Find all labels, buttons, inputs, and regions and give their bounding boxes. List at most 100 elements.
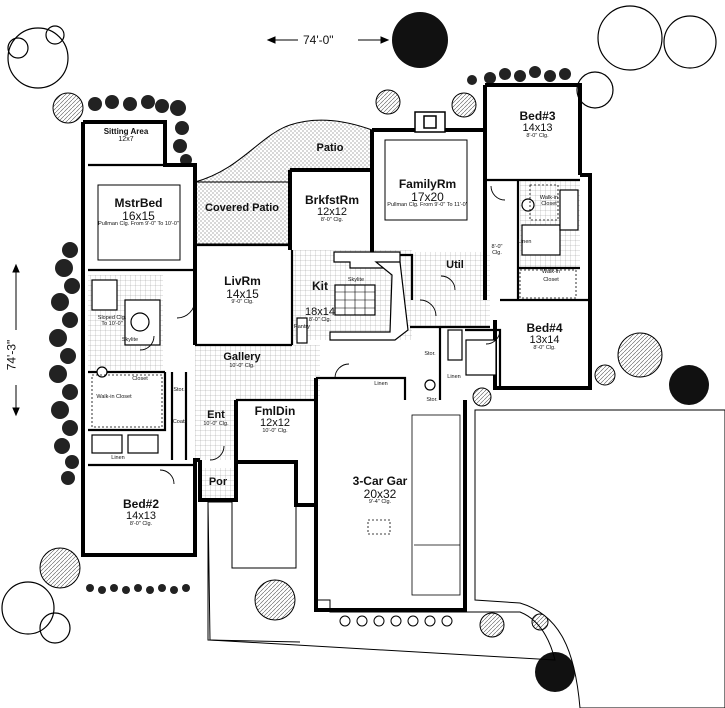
room-name: 3-Car Gar: [352, 474, 408, 488]
room-name: Bed#3: [519, 109, 556, 123]
storage-label-entry: Stor.: [173, 387, 185, 393]
tree-outline-bottom-left: [1, 581, 71, 644]
kitchen-island-grid: [335, 285, 375, 315]
room-size: 20x32: [363, 486, 397, 501]
closet-label-bed4: Closet: [543, 277, 559, 283]
room-size: 14x13: [522, 121, 553, 134]
room-name: MstrBed: [114, 196, 163, 210]
linen-label-hall: Linen: [374, 381, 388, 387]
tree-outline-top-right: [576, 5, 717, 109]
linen-label-bed2: Linen: [111, 455, 125, 461]
room-size: 16x15: [122, 208, 155, 223]
room-ceiling: 10'-0" Clg.: [262, 428, 288, 435]
room-size: 14x15: [226, 286, 259, 301]
room-name: Gallery: [223, 351, 261, 363]
walkin-label-bed4: Walk-in: [541, 269, 561, 275]
driveway: [474, 409, 725, 708]
room-size: 17x20: [411, 189, 444, 204]
room-master-bed: MstrBed 16x15 Pullman Clg. From 9'-0" To…: [96, 197, 181, 228]
hedge-top: [88, 66, 571, 166]
room-ceiling: 9'-0" Clg.: [231, 299, 254, 306]
closet-shelves: [91, 184, 577, 428]
room-ceiling: 10'-0" Clg.: [229, 362, 255, 369]
coats-label: Coats: [172, 419, 188, 425]
room-ceiling: 8'-0" Clg.: [320, 217, 344, 224]
room-sitting-area: Sitting Area 12x7: [96, 127, 156, 144]
room-size: 12x7: [118, 136, 134, 144]
bath-fixtures: [91, 189, 579, 454]
util-floor: [410, 252, 490, 327]
room-ceiling: 9'-4" Clg.: [368, 499, 392, 506]
room-name: BrkfstRm: [304, 193, 359, 207]
room-bed-4: Bed#4 13x14 8'-0" Clg.: [512, 322, 577, 352]
room-porch: Por: [202, 476, 234, 489]
storage-label-garage: Stor.: [426, 397, 438, 403]
room-ceiling: 8'-0" Clg.: [526, 133, 549, 140]
room-name: FamilyRm: [398, 177, 457, 191]
hedge-left: [49, 242, 80, 485]
hedge-bottom: [86, 584, 190, 594]
room-family: FamilyRm 17x20 Pullman Clg. From 9'-0" T…: [385, 178, 470, 209]
dimension-arrows: [12, 36, 390, 417]
tree-outline-top-left: [7, 25, 69, 89]
family-ceiling-outline: [384, 139, 468, 221]
room-name: LivRm: [224, 274, 261, 288]
shrub-textured: [39, 89, 663, 638]
ent-floor: [195, 400, 237, 460]
room-gallery: Gallery 10'-0" Clg.: [212, 351, 272, 369]
room-ceiling: 10'-0" Clg.: [203, 420, 229, 427]
room-formal-dining: FmlDin 12x12 10'-0" Clg.: [240, 405, 310, 435]
closet-label-master: Closet: [132, 376, 148, 382]
room-covered-patio: Covered Patio: [203, 202, 281, 215]
room-kitchen: Kit 18x14 8'-0" Clg.: [300, 280, 340, 324]
sloped-ceiling-label: Sloped Clg. To 10'-0": [97, 315, 127, 327]
room-name: Patio: [316, 142, 344, 154]
door-swings: [139, 185, 506, 485]
por-floor: [200, 468, 236, 500]
room-size: 14x13: [126, 509, 156, 522]
room-entry: Ent 10'-0" Clg.: [197, 409, 235, 427]
walkin-closet-label-master: Walk-in Closet: [96, 394, 132, 400]
overall-depth-label: 74'-3": [4, 339, 19, 371]
fireplace: [414, 111, 446, 133]
room-name: Ent: [207, 409, 225, 421]
room-ceiling: 8'-0" Clg.: [308, 317, 332, 324]
garage-details: [367, 414, 461, 596]
interior-walls: [88, 163, 590, 467]
linen-label-bed3: Linen: [518, 239, 532, 245]
room-ceiling: 8'-0" Clg.: [129, 521, 153, 528]
room-name: Bed#2: [122, 497, 160, 511]
room-bed-2: Bed#2 14x13 8'-0" Clg.: [106, 498, 176, 528]
room-size: 12x12: [317, 205, 347, 218]
room-living: LivRm 14x15 9'-0" Clg.: [205, 275, 280, 306]
room-patio: Patio: [300, 142, 360, 155]
room-name: FmlDin: [254, 404, 296, 418]
room-utility: Util: [440, 259, 470, 272]
patio-slab: [194, 119, 373, 183]
room-garage: 3-Car Gar 20x32 9'-4" Clg.: [335, 475, 425, 506]
hall-ceiling-label: 8'-0" Clg.: [491, 244, 503, 256]
pantry-label: Pantry: [294, 324, 310, 330]
room-name: Util: [446, 259, 464, 271]
room-bed-3: Bed#3 14x13 8'-0" Clg.: [505, 110, 570, 140]
room-size: 13x14: [529, 333, 560, 346]
walkin-closet-label-bed3: Walk-in Closet: [539, 195, 559, 207]
storage-label-util: Stor.: [424, 351, 436, 357]
room-size: 12x12: [260, 416, 290, 429]
room-name: Bed#4: [526, 321, 563, 335]
room-breakfast: BrkfstRm 12x12 8'-0" Clg.: [292, 194, 372, 224]
gallery-floor: [195, 345, 320, 400]
linen-label-bath: Linen: [447, 374, 461, 380]
room-ceiling: 8'-0" Clg.: [533, 345, 556, 352]
room-name: Por: [208, 476, 228, 488]
room-size: 18x14: [305, 305, 335, 318]
room-name: Kit: [312, 279, 328, 293]
planter-row: [339, 615, 453, 627]
front-lawn-edge: [207, 502, 301, 643]
room-name: Sitting Area: [103, 127, 149, 136]
room-name: Covered Patio: [205, 202, 279, 214]
front-walk: [207, 501, 556, 661]
master-ceiling-outline: [97, 184, 181, 261]
room-ceiling: Pullman Clg. From 9'-0" To 10'-0": [98, 221, 179, 228]
